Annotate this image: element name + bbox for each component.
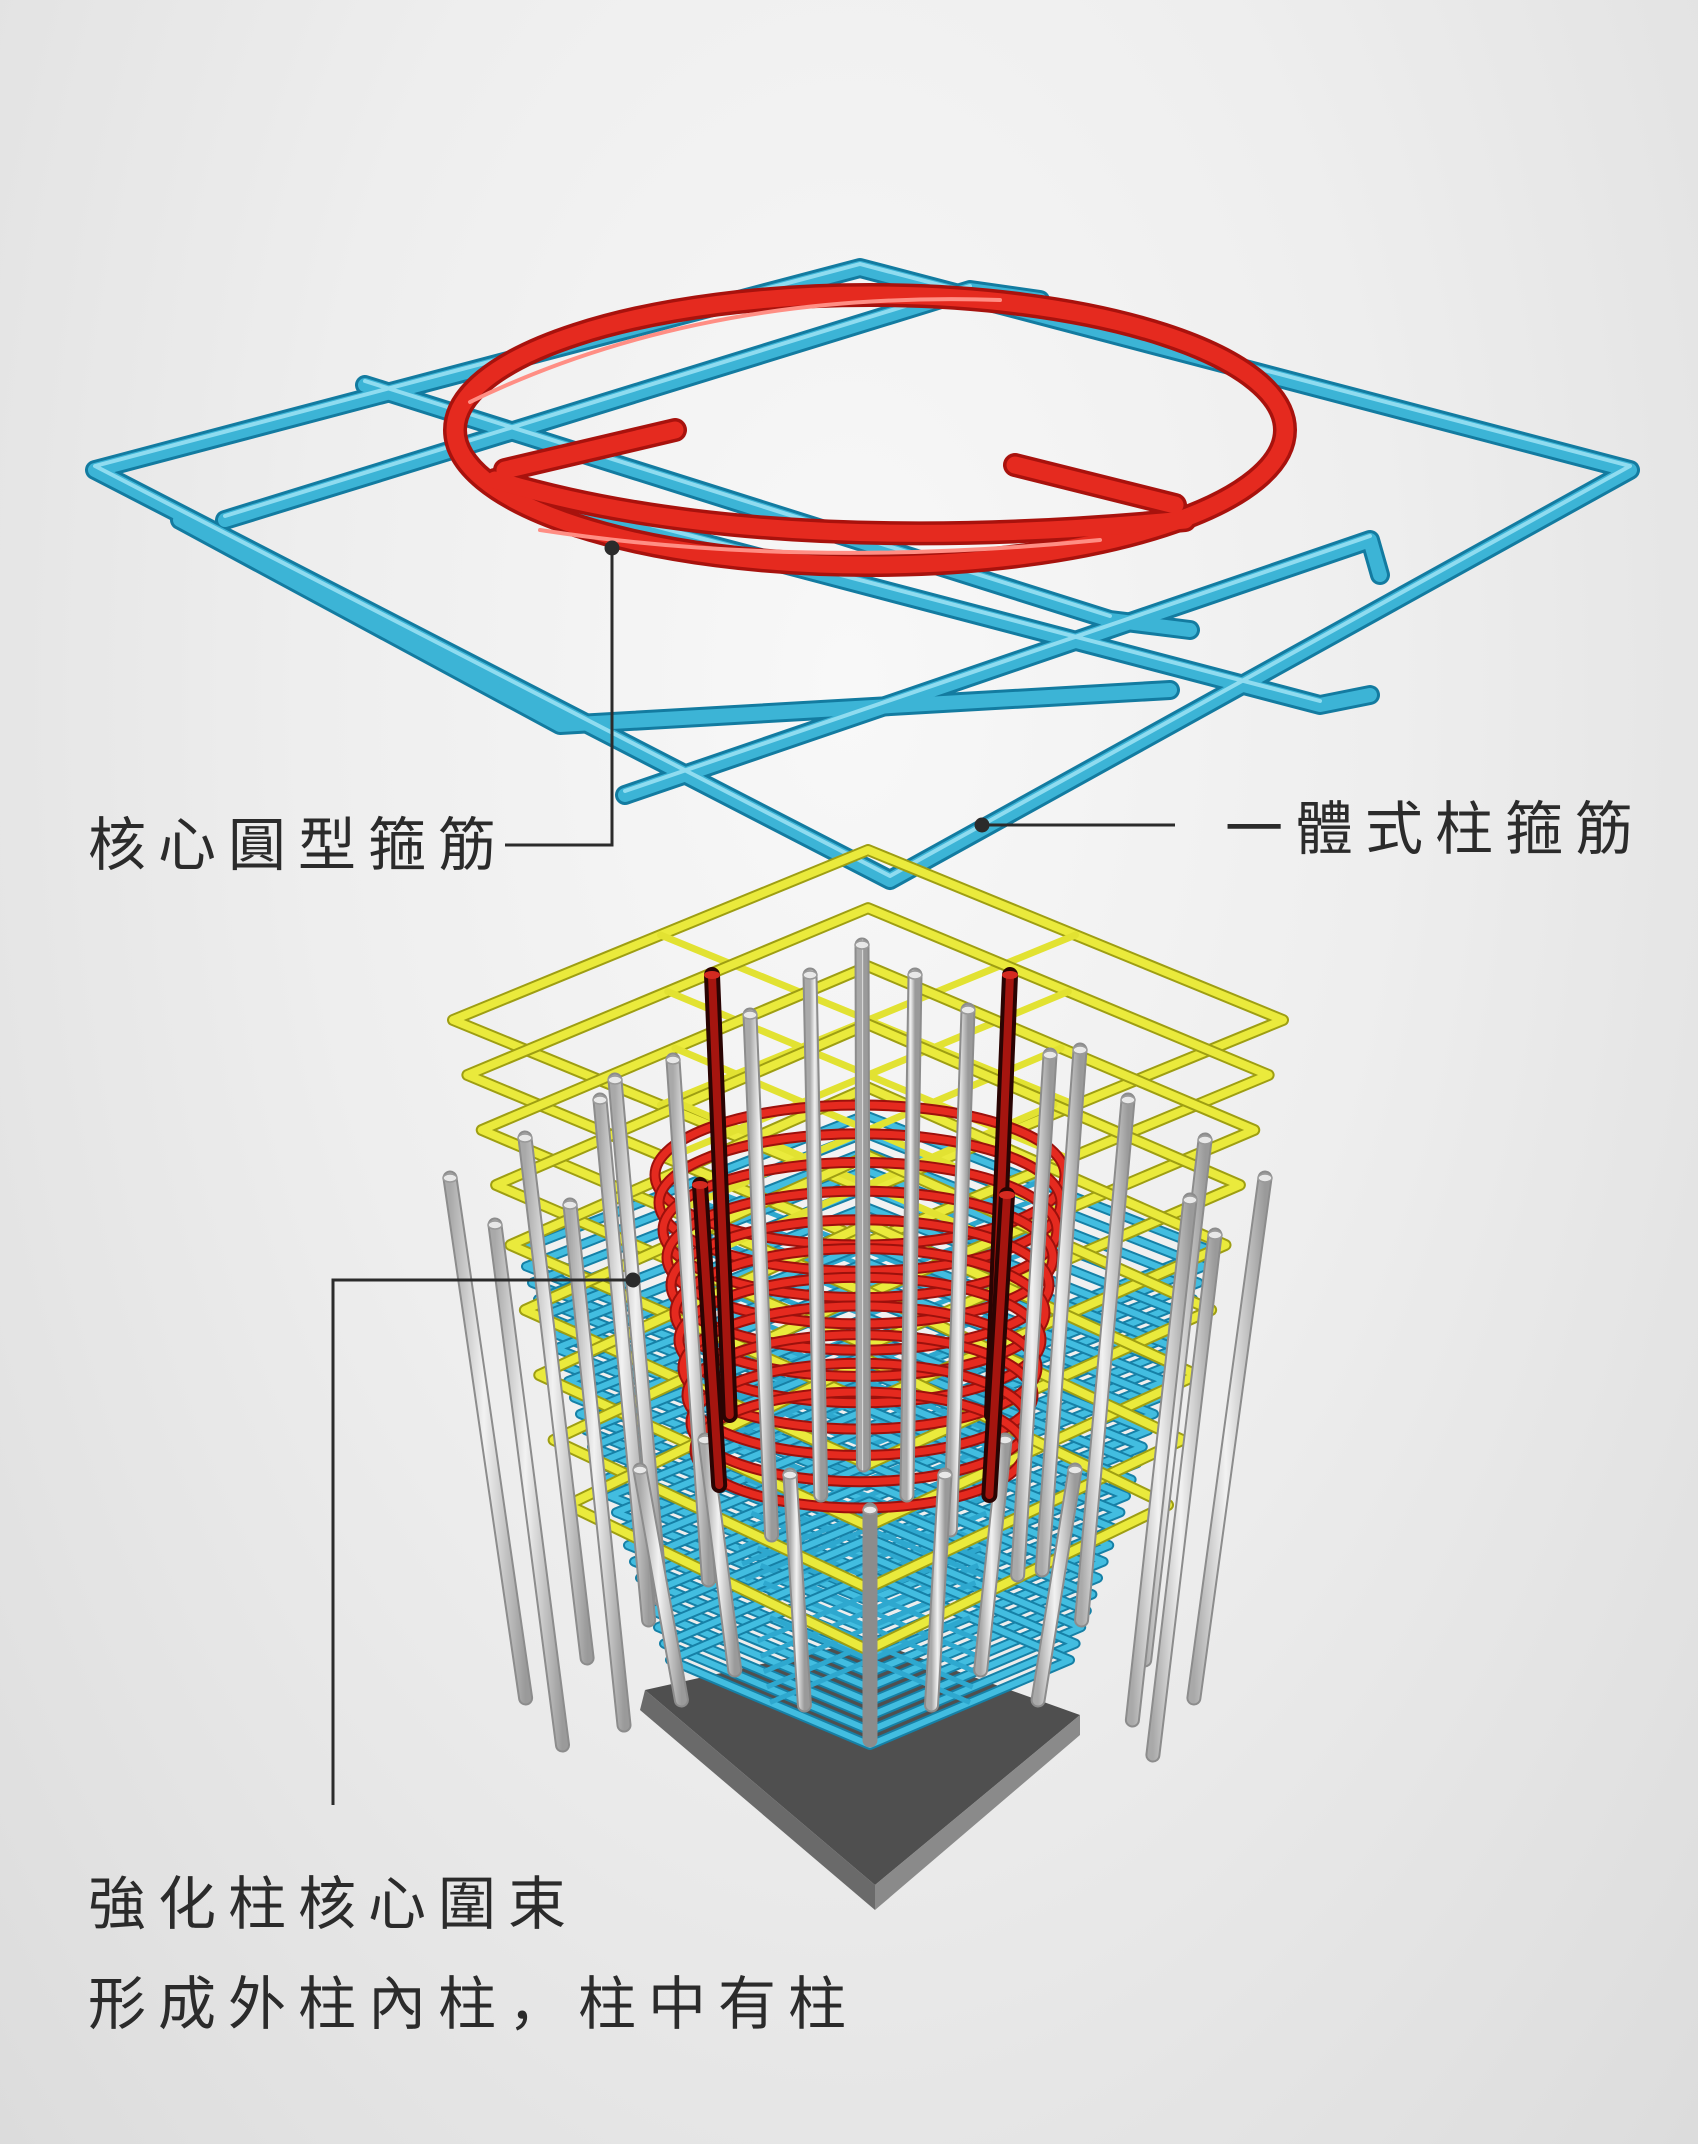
main-bar xyxy=(802,967,829,1503)
main-bar xyxy=(942,1002,976,1538)
integral-column-hoop-label: 一體式柱箍筋 xyxy=(1225,795,1646,863)
main-bar xyxy=(1030,1462,1083,1708)
core-bar xyxy=(981,1187,1015,1503)
main-bar xyxy=(924,1467,953,1713)
core-longitudinal-bars xyxy=(692,967,1018,1503)
caption-line-2: 形成外柱內柱，柱中有柱 xyxy=(88,1970,859,2038)
main-bar xyxy=(632,1462,689,1708)
main-bar xyxy=(782,1467,812,1713)
main-bar xyxy=(854,937,871,1473)
main-bar xyxy=(862,1502,878,1748)
main-bar xyxy=(517,1130,595,1666)
caption-line-1: 強化柱核心圍束 xyxy=(88,1870,579,1938)
leader-core-hoop xyxy=(505,540,620,847)
main-bar xyxy=(665,1052,716,1588)
main-bar xyxy=(1124,1192,1198,1728)
main-bar xyxy=(1145,1227,1223,1763)
main-bar xyxy=(592,1092,657,1628)
main-bar xyxy=(442,1170,534,1706)
main-bar xyxy=(973,1432,1013,1678)
core-bar xyxy=(704,967,738,1423)
main-bar xyxy=(899,967,923,1503)
leader-integral-hoop xyxy=(974,817,1175,833)
main-bar xyxy=(1186,1170,1273,1706)
main-bar xyxy=(1010,1047,1058,1583)
core-circular-hoop-label: 核心圓型箍筋 xyxy=(88,811,509,879)
main-bar xyxy=(562,1197,632,1733)
main-bar xyxy=(1074,1092,1136,1628)
main-bar xyxy=(1034,1042,1088,1578)
integral-column-hoop xyxy=(85,258,1640,890)
main-bar xyxy=(742,1007,780,1543)
main-longitudinal-bars xyxy=(442,937,1273,1763)
core-bar xyxy=(692,1177,728,1493)
leader-core-confinement xyxy=(331,1272,641,1805)
main-bar xyxy=(487,1217,570,1753)
core-circular-hoop xyxy=(443,283,1297,577)
